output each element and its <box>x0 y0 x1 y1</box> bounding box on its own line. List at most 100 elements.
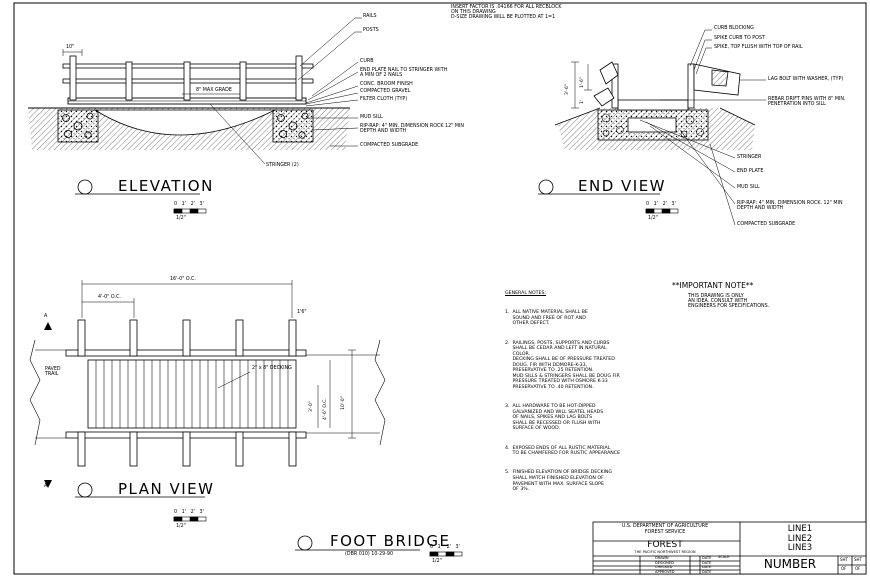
plan-dimensions <box>81 280 356 439</box>
plan-view-title: PLAN VIEW <box>118 480 215 498</box>
scale-tick: 1' <box>437 545 443 550</box>
callout-mud-sill: MUD SILL <box>360 115 383 120</box>
end-view-title: END VIEW <box>578 177 667 195</box>
scale-tick: 1' <box>181 510 187 515</box>
scale-tick: 3' <box>199 202 204 207</box>
scale-tick: 0 <box>646 202 650 207</box>
header-note-line: D-SIZE DRAWING WILL BE PLOTTED AT 1=1 <box>451 15 556 21</box>
tb-sht-value-1: OF <box>841 566 847 571</box>
callout-filter-cloth: FILTER CLOTH (TYP) <box>360 97 408 102</box>
callout-end-mud-sill: MUD SILL <box>737 185 760 190</box>
end-view-title-bubble <box>538 179 554 195</box>
elevation-posts <box>69 55 303 101</box>
foot-bridge-scale-label: 1/2" <box>432 559 442 564</box>
callout-curb-blocking: CURB BLOCKING <box>714 26 754 31</box>
scale-tick: 0 <box>430 545 434 550</box>
end-view <box>538 29 766 226</box>
callout-gravel: COMPACTED GRAVEL <box>360 89 411 94</box>
paved-trail-label: PAVED TRAIL <box>45 367 61 378</box>
tb-forest: FOREST <box>647 540 683 550</box>
end-view-scale-bar <box>645 208 679 214</box>
tb-sht-label-1: SHT <box>840 557 848 562</box>
important-note-body: THIS DRAWING IS ONLY AN IDEA. CONSULT WI… <box>688 294 769 309</box>
callout-stringer: STRINGER (2) <box>266 163 299 168</box>
callout-end-plate-ev: END PLATE <box>737 169 764 174</box>
plan-view-title-bubble <box>77 482 93 498</box>
elevation-scale-ticks: 0 1' 2' 3' <box>174 202 214 207</box>
dim-small: 1'6" <box>297 310 307 315</box>
rip-rap-left <box>57 109 99 143</box>
dim-max-grade: 8" MAX GRADE <box>196 88 232 93</box>
important-note-line: AN IDEA. CONSULT WITH <box>688 299 748 305</box>
elevation-view <box>28 17 362 214</box>
scale-tick: 2' <box>190 202 195 207</box>
plan-view-scale-label: 1/2" <box>176 524 186 529</box>
general-note-item: 3. ALL HARDWARE TO BE HOT-DIPPED GALVANI… <box>505 404 604 432</box>
callout-end-stringer: STRINGER <box>737 155 762 160</box>
plan-deck-boards <box>95 360 289 428</box>
tb-line: LINE3 <box>787 543 813 553</box>
end-view-scale-label: 1/2" <box>648 216 658 221</box>
scale-tick: 3' <box>199 510 204 515</box>
elevation-scale-label: 1/2" <box>176 216 186 221</box>
tb-row-label: DRAWN <box>655 556 669 560</box>
general-notes-heading: GENERAL NOTES: <box>505 291 547 297</box>
callout-rebar: REBAR DRIFT PINS WITH 8" MIN. PENETRATIO… <box>768 97 846 108</box>
scale-tick: 2' <box>190 510 195 515</box>
callout-spike-curb: SPIKE CURB TO POST <box>714 36 765 41</box>
tb-number: NUMBER <box>763 557 817 571</box>
dim-post-spacing: 4'-0" O.C. <box>98 295 121 300</box>
tb-sht-value-2: OF <box>855 566 861 571</box>
dim-end-height: 3'-6" <box>565 84 570 95</box>
sheet-border <box>13 2 867 575</box>
rip-rap-right <box>272 109 314 143</box>
dim-rail-width: 10" <box>66 45 75 50</box>
foot-bridge-scale-ticks: 0 1' 2' 3' <box>430 545 470 550</box>
callout-end-rip-rap: RIP-RAP: 4" MIN. DIMENSION ROCK. 12" MIN… <box>737 201 843 212</box>
plan-posts <box>77 319 297 467</box>
scale-tick: 2' <box>446 545 451 550</box>
tb-rows: DRAWN DESIGNED CHECKED APPROVED <box>655 556 675 574</box>
tb-row-label: APPROVED <box>655 569 675 574</box>
general-note-item: 5. FINISHED ELEVATION OF BRIDGE DECKING … <box>505 470 613 493</box>
end-view-scale-ticks: 0 1' 2' 3' <box>646 202 686 207</box>
plan-view <box>29 280 386 522</box>
section-marker-label: A <box>44 314 48 319</box>
tb-date-label: DATE <box>702 556 712 560</box>
tb-lines: LINE1 LINE2 LINE3 <box>760 524 840 554</box>
tb-agency: U.S. DEPARTMENT OF AGRICULTURE <box>621 524 709 529</box>
scale-tick: 1' <box>181 202 187 207</box>
general-note-item: 4. EXPOSED ENDS OF ALL RUSTIC MATERIAL T… <box>505 445 621 457</box>
tb-row-label: DESIGNED <box>655 560 674 565</box>
dim-end-rail: 1'-6" <box>580 77 585 88</box>
scale-tick: 2' <box>662 202 667 207</box>
tb-line: LINE2 <box>787 533 813 544</box>
dim-side: 3'-0" <box>309 401 314 412</box>
callout-rails: RAILS <box>363 14 377 19</box>
scale-tick: 0 <box>174 202 178 207</box>
callout-end-subgrade: COMPACTED SUBGRADE <box>737 222 796 227</box>
callout-end-plate: END PLATE NAIL TO STRINGER WITH A MIN OF… <box>360 68 448 79</box>
plan-view-scale-ticks: 0 1' 2' 3' <box>174 510 214 515</box>
general-note-item: 1. ALL NATIVE MATERIAL SHALL BE SOUND AN… <box>505 310 588 327</box>
tb-date-label: DATE <box>702 560 712 565</box>
elevation-scale-bar <box>173 208 207 214</box>
tb-service: FOREST SERVICE <box>644 530 686 535</box>
title-block <box>592 521 867 575</box>
foot-bridge-title: FOOT BRIDGE <box>330 532 451 550</box>
elevation-title-bubble <box>77 179 93 195</box>
dim-decking: 2" x 8" DECKING <box>252 366 292 371</box>
tb-row-label: CHECKED <box>655 565 673 570</box>
tb-region: THE PACIFIC NORTHWEST REGION <box>634 550 696 554</box>
scale-tick: 3' <box>671 202 676 207</box>
section-marker-bottom <box>44 480 52 488</box>
tb-dates: DATE DATE DATE DATE <box>702 556 711 574</box>
plan-view-scale-bar <box>173 516 207 522</box>
header-note: INSERT FACTOR IS .04166 FOR ALL RECBLOCK… <box>451 5 562 20</box>
tb-date-label: DATE <box>702 569 712 574</box>
callout-posts: POSTS <box>363 28 379 33</box>
scale-tick: 1' <box>653 202 659 207</box>
tb-date-label: DATE <box>702 565 712 570</box>
scale-tick: 3' <box>455 545 460 550</box>
